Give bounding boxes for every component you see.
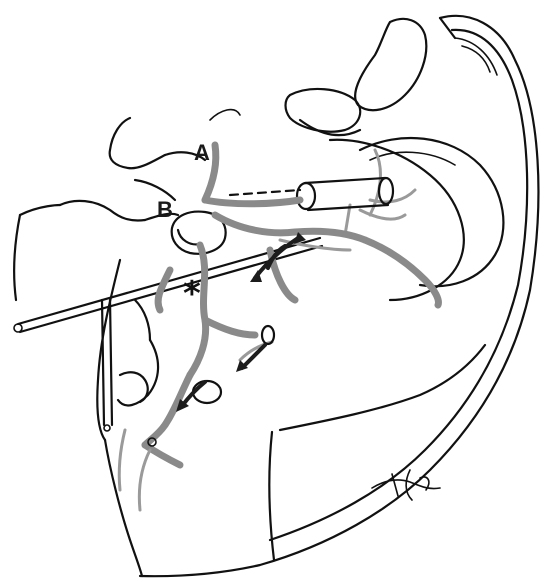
superior-structures: [286, 19, 464, 300]
orbit-globe: [345, 138, 503, 286]
label-b: B: [157, 197, 173, 222]
label-a: A: [194, 140, 210, 165]
asterisk-marker: *: [183, 274, 201, 314]
small-loops: [120, 326, 274, 446]
